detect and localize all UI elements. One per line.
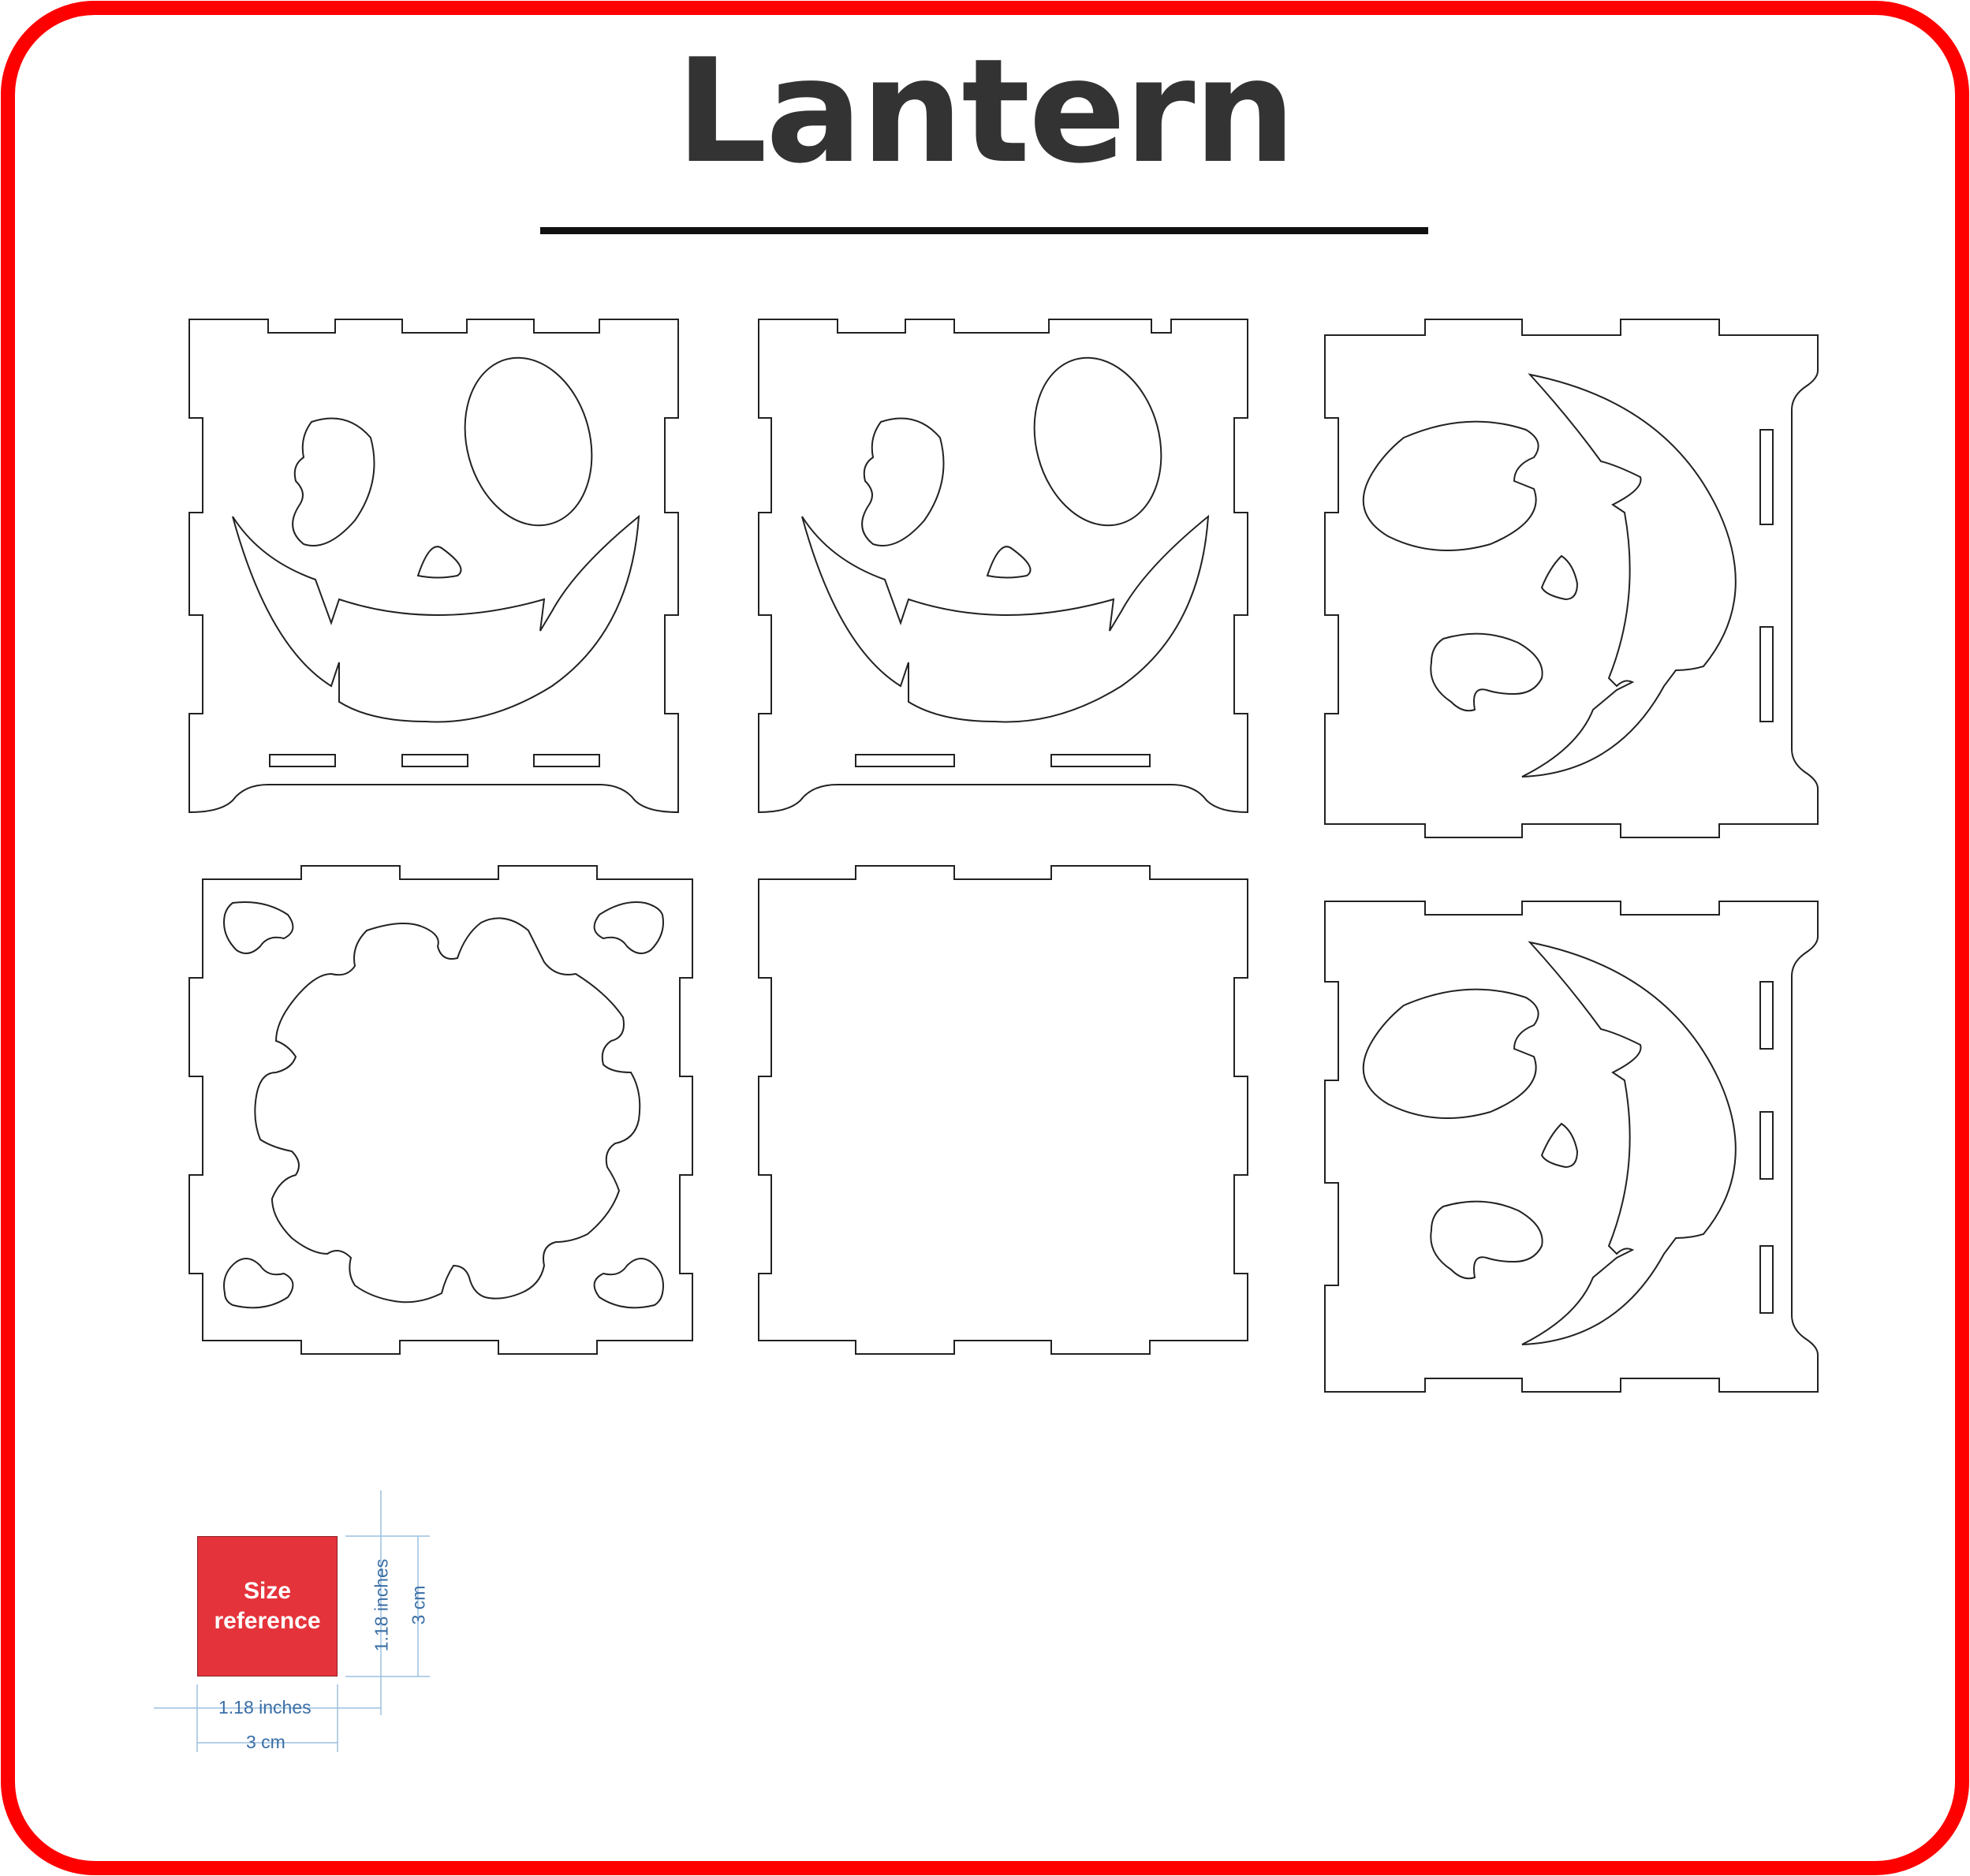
height-cm-label: 3 cm (408, 1585, 429, 1625)
moon-face-panel-2 (1324, 901, 1819, 1393)
moon-face-panel-1 (1324, 319, 1819, 838)
width-inches-label: 1.18 inches (218, 1697, 312, 1717)
page-title: Lantern (675, 28, 1296, 195)
sun-cutout-panel (188, 865, 693, 1355)
height-inches-label: 1.18 inches (371, 1558, 392, 1652)
pumpkin-face-panel-1 (188, 319, 679, 814)
title-underline (540, 227, 1428, 234)
width-cm-label: 3 cm (246, 1732, 285, 1752)
pumpkin-face-panel-2 (758, 319, 1248, 814)
dimension-lines (154, 1490, 430, 1752)
plain-panel (758, 865, 1248, 1355)
